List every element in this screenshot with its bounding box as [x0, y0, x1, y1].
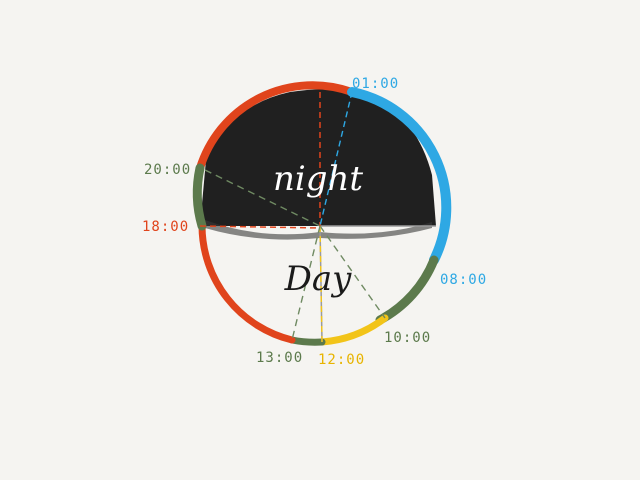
night-region — [200, 89, 436, 226]
vertical-line — [319, 225, 323, 343]
radial-01 — [319, 91, 353, 227]
night-label: night — [273, 159, 363, 199]
arc-green-right — [375, 255, 439, 325]
time-label-2000: 20:00 — [144, 162, 191, 178]
radial-10 — [319, 225, 386, 319]
arc-orange-bottom — [198, 222, 296, 344]
time-label-0100: 01:00 — [352, 76, 399, 92]
time-label-1000: 10:00 — [384, 330, 431, 346]
radial-13 — [291, 225, 321, 341]
radial-20 — [204, 169, 321, 227]
time-label-0800: 08:00 — [440, 272, 487, 288]
time-label-1300: 13:00 — [256, 350, 303, 366]
time-label-1200: 12:00 — [318, 352, 365, 368]
clock-ring — [192, 81, 452, 346]
arc-orange-top — [196, 81, 356, 172]
arc-blue — [347, 87, 452, 265]
night-region-fringe — [205, 220, 432, 240]
arc-yellow — [318, 314, 389, 346]
horizon-line-orange — [199, 225, 321, 229]
time-label-1800: 18:00 — [142, 219, 189, 235]
day-label: Day — [284, 259, 353, 299]
arc-green-left — [192, 163, 207, 231]
arc-green-bottom — [288, 336, 326, 346]
